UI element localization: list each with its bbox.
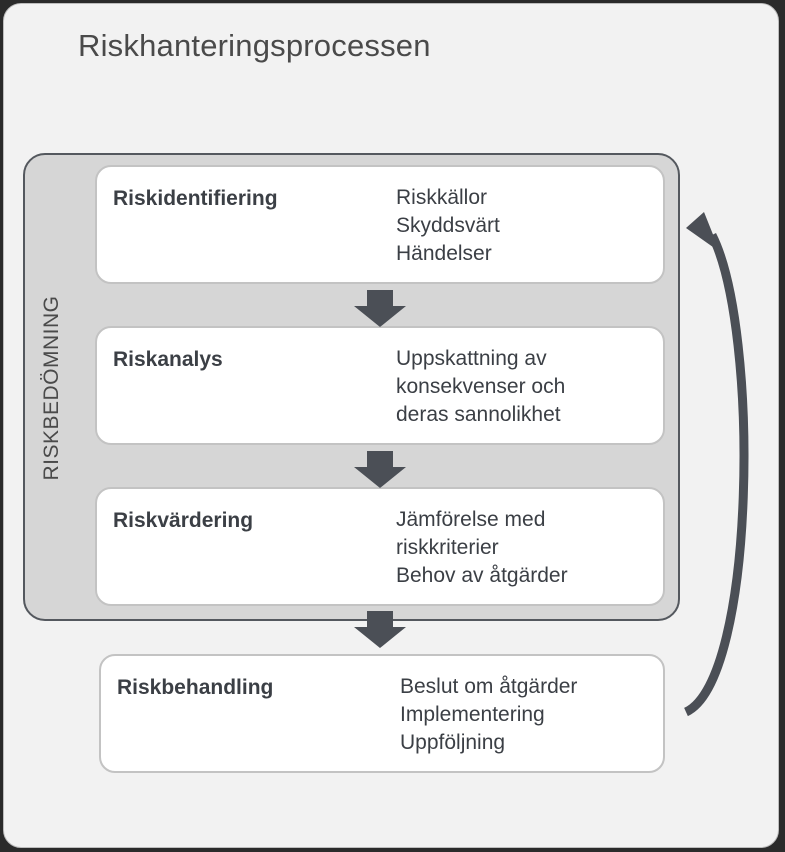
step-name: Riskidentifiering: [113, 187, 278, 210]
step-line: Behov av åtgärder: [396, 564, 568, 587]
step-box-riskanalys: Riskanalys Uppskattning av konsekvenser …: [95, 326, 665, 445]
step-box-riskvardering: Riskvärdering Jämförelse med riskkriteri…: [95, 487, 665, 606]
step-line: Beslut om åtgärder: [400, 675, 578, 698]
step-line: konsekvenser och: [396, 375, 566, 398]
down-arrow-icon: [354, 290, 406, 327]
step-description: Riskkällor Skyddsvärt Händelser: [396, 184, 500, 268]
step-line: Skyddsvärt: [396, 214, 500, 237]
step-line: Händelser: [396, 242, 492, 265]
step-line: deras sannolikhet: [396, 403, 561, 426]
step-box-riskidentifiering: Riskidentifiering Riskkällor Skyddsvärt …: [95, 165, 665, 284]
step-line: Uppföljning: [400, 731, 506, 754]
step-description: Jämförelse med riskkriterier Behov av åt…: [396, 506, 568, 590]
step-description: Uppskattning av konsekvenser och deras s…: [396, 345, 565, 429]
down-arrow-icon: [354, 451, 406, 488]
step-line: Uppskattning av: [396, 347, 547, 370]
diagram-title: Riskhanteringsprocessen: [78, 28, 431, 63]
step-line: riskkriterier: [396, 536, 499, 559]
step-line: Jämförelse med: [396, 508, 546, 531]
down-arrow-icon: [354, 611, 406, 648]
step-name: Riskvärdering: [113, 509, 254, 532]
step-line: Riskkällor: [396, 186, 488, 209]
step-line: Implementering: [400, 703, 545, 726]
step-description: Beslut om åtgärder Implementering Uppföl…: [400, 673, 577, 757]
step-name: Riskbehandling: [117, 676, 274, 699]
step-name: Riskanalys: [113, 348, 223, 371]
step-box-riskbehandling: Riskbehandling Beslut om åtgärder Implem…: [99, 654, 665, 773]
